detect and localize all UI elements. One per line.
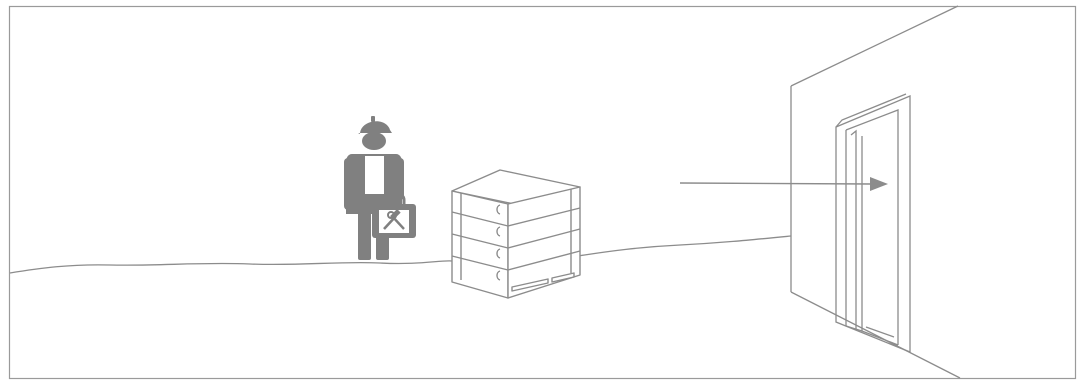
server-rack-stack-icon — [452, 170, 580, 298]
